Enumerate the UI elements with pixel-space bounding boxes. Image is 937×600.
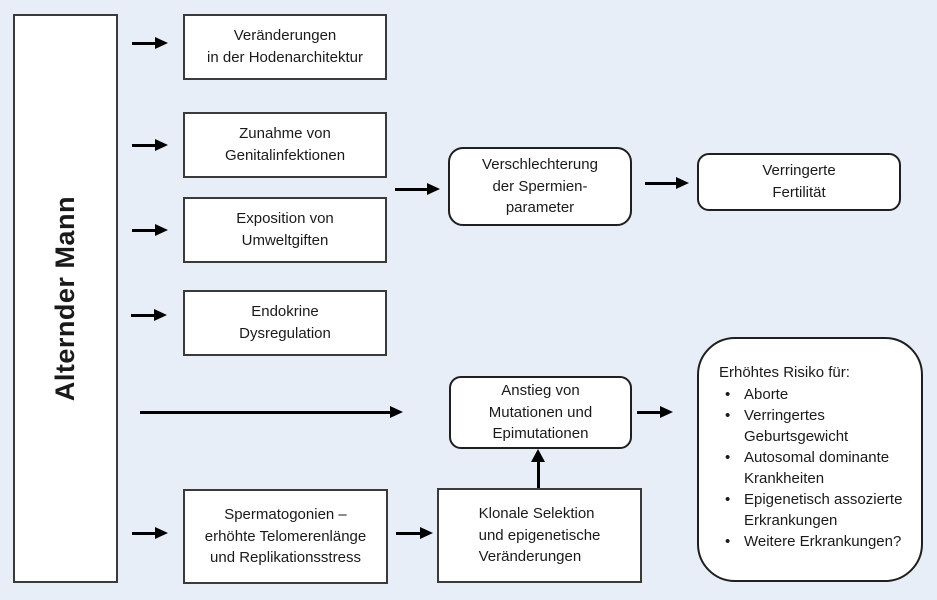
node-testis-architecture: Veränderungen in der Hodenarchitektur	[183, 14, 387, 80]
node-endocrine-dysregulation: Endokrine Dysregulation	[183, 290, 387, 356]
risk-item: Epigenetisch assozierte Erkrankungen	[719, 489, 909, 531]
node-increased-risk: Erhöhtes Risiko für: Aborte Verringertes…	[697, 337, 923, 582]
node-genital-infections-label: Zunahme von Genitalinfektionen	[224, 125, 346, 164]
node-testis-architecture-label: Veränderungen in der Hodenarchitektur	[207, 27, 363, 66]
node-spermatogonia: Spermatogonien – erhöhte Telomerenlänge …	[183, 489, 388, 584]
node-reduced-fertility-label: Verringerte Fertilität	[762, 162, 836, 201]
node-spermatogonia-label: Spermatogonien – erhöhte Telomerenlänge …	[204, 505, 367, 567]
node-mutations-label: Anstieg von Mutationen und Epimutationen	[488, 381, 593, 443]
risk-title: Erhöhtes Risiko für:	[719, 364, 850, 381]
risk-content: Erhöhtes Risiko für: Aborte Verringertes…	[719, 362, 909, 552]
node-sperm-parameters-label: Verschlechterung der Spermien- parameter	[482, 155, 598, 217]
node-mutations: Anstieg von Mutationen und Epimutationen	[449, 376, 632, 449]
node-sperm-parameters: Verschlechterung der Spermien- parameter	[448, 147, 632, 226]
node-clonal-selection: Klonale Selektion und epigenetische Verä…	[437, 488, 642, 583]
node-aging-man-label: Alternder Mann	[49, 195, 80, 402]
risk-item: Aborte	[719, 384, 909, 405]
node-genital-infections: Zunahme von Genitalinfektionen	[183, 112, 387, 178]
node-reduced-fertility: Verringerte Fertilität	[697, 153, 901, 211]
node-environmental-toxins: Exposition von Umweltgiften	[183, 197, 387, 263]
node-environmental-toxins-label: Exposition von Umweltgiften	[236, 210, 334, 249]
risk-item: Weitere Erkrankungen?	[719, 531, 909, 552]
risk-item: Autosomal dominante Krankheiten	[719, 447, 909, 489]
risk-list: Aborte Verringertes Geburtsgewicht Autos…	[719, 384, 909, 552]
risk-item: Verringertes Geburtsgewicht	[719, 405, 909, 447]
node-endocrine-dysregulation-label: Endokrine Dysregulation	[239, 303, 331, 342]
node-clonal-selection-label: Klonale Selektion und epigenetische Verä…	[478, 504, 601, 566]
node-aging-man: Alternder Mann	[13, 14, 118, 583]
